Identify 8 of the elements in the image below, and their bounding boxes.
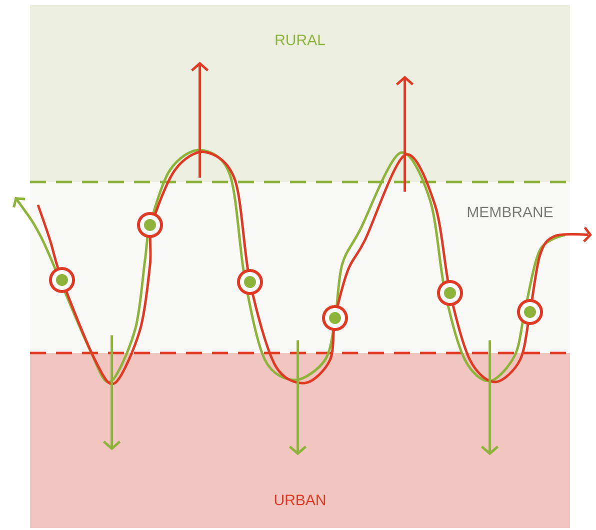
band: MEMBRANE <box>30 182 570 353</box>
arrow <box>480 340 499 456</box>
band: RURAL <box>30 5 570 182</box>
arrow <box>102 335 121 450</box>
band: URBAN <box>30 353 570 528</box>
arrow <box>190 62 209 178</box>
arrow <box>288 340 307 456</box>
arrow <box>396 76 414 192</box>
